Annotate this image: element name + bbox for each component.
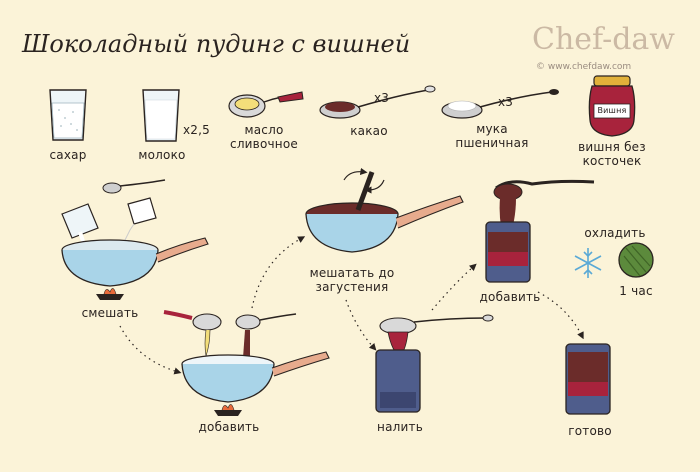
ingredient-label-sugar: сахар bbox=[49, 148, 87, 162]
ingredient-label-cocoa: какао bbox=[350, 124, 388, 138]
cherry-jar-label: Вишня bbox=[597, 106, 627, 115]
mixing-pot-icon bbox=[61, 179, 209, 300]
ingredient-label-butter: масло сливочное bbox=[230, 123, 298, 151]
ingredient-label-flour: мука пшеничная bbox=[455, 122, 529, 150]
flow-arrows bbox=[119, 236, 584, 375]
step-label-mix: смешать bbox=[81, 306, 139, 320]
stirring-pot-icon bbox=[305, 167, 464, 253]
brand-logo: Chef-daw bbox=[532, 22, 675, 57]
sugar-glass-icon bbox=[49, 89, 87, 141]
step-label-stir: мешатать до загустения bbox=[309, 266, 395, 294]
pouring-glass-icon bbox=[375, 314, 494, 413]
ingredient-label-cherry: вишня без косточек bbox=[578, 140, 646, 168]
butter-spoon-icon bbox=[228, 91, 304, 118]
ingredient-qty-cocoa: x3 bbox=[374, 91, 390, 105]
step-label-done: готово bbox=[568, 424, 612, 438]
clock-icon bbox=[618, 242, 654, 278]
milk-glass-icon bbox=[142, 89, 180, 142]
step-label-add-chocolate: добавить bbox=[479, 290, 541, 304]
ingredient-qty-milk: x2,5 bbox=[183, 123, 210, 137]
ingredient-qty-flour: x3 bbox=[498, 95, 514, 109]
adding-pot-icon bbox=[163, 310, 330, 416]
brand-url: © www.chefdaw.com bbox=[536, 62, 632, 72]
layered-glass-icon bbox=[485, 179, 595, 283]
step-label-add-butter: добавить bbox=[198, 420, 260, 434]
cocoa-spoon-icon bbox=[319, 85, 436, 119]
finished-pudding-icon bbox=[565, 343, 611, 415]
step-label-time: 1 час bbox=[619, 284, 653, 298]
flour-spoon-icon bbox=[441, 89, 559, 119]
cherry-jar-icon bbox=[588, 75, 636, 137]
ingredient-label-milk: молоко bbox=[138, 148, 186, 162]
step-label-pour: налить bbox=[377, 420, 423, 434]
step-label-cool: охладить bbox=[584, 226, 646, 240]
page-title: Шоколадный пудинг с вишней bbox=[22, 30, 411, 58]
snowflake-icon bbox=[574, 248, 602, 278]
